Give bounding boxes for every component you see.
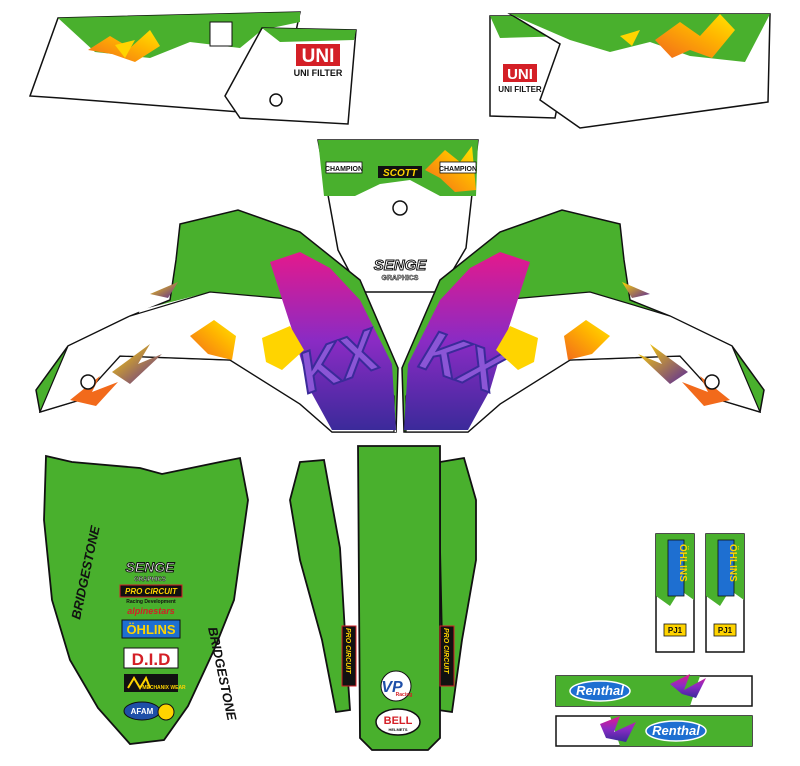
uni-filter-label: UNI FILTER	[294, 68, 343, 78]
uni-logo-badge-right	[503, 64, 537, 82]
side-panel-left-rear: UNI UNI FILTER	[224, 27, 357, 125]
bell-helmets-label: HELMETS	[388, 727, 407, 732]
pro-circuit-fender-left: PRO CIRCUIT	[344, 628, 351, 674]
pj1-fork-left: PJ1	[668, 626, 683, 635]
ohlins-fork-left: ÖHLINS	[677, 544, 690, 582]
bar-pad-top: Renthal	[555, 674, 753, 707]
pj1-fork-right: PJ1	[718, 626, 733, 635]
uni-filter-label-right: UNI FILTER	[498, 85, 542, 94]
uni-logo-badge	[296, 44, 340, 66]
kx-graphic-left	[270, 252, 396, 430]
bell-logo: BELL	[384, 715, 413, 727]
ohlins-logo-fender: ÖHLINS	[126, 622, 175, 637]
alpinestars-logo: alpinestars	[127, 606, 175, 616]
renthal-bottom: Renthal	[652, 723, 700, 738]
number-plate: CHAMPION CHAMPION SCOTT SENGE GRAPHICS	[317, 139, 479, 293]
renthal-top: Renthal	[576, 683, 624, 698]
senge-logo-fender: SENGE	[125, 559, 175, 575]
senge-graphics-fender: GRAPHICS	[134, 577, 166, 583]
shroud-right: KX	[401, 209, 765, 433]
scott-logo: SCOTT	[383, 168, 418, 179]
bridgestone-right: BRIDGESTONE	[205, 626, 240, 722]
pro-circuit-fender-right: PRO CIRCUIT	[442, 628, 449, 674]
front-fender: PRO CIRCUIT PRO CIRCUIT VP Racing BELL H…	[289, 445, 477, 751]
senge-graphics-plate: GRAPHICS	[382, 275, 419, 282]
side-panel-left	[28, 11, 301, 113]
bar-pad-bottom: Renthal	[555, 715, 753, 747]
rear-fender: BRIDGESTONE BRIDGESTONE SENGE GRAPHICS P…	[43, 454, 249, 745]
did-logo: D.I.D	[132, 650, 171, 669]
vp-logo: VP	[381, 679, 403, 696]
mechanix-logo: MECHANIX WEAR	[142, 685, 186, 691]
kx-graphic-right	[404, 252, 530, 430]
afam-logo: AFAM	[131, 707, 154, 716]
champion-right: CHAMPION	[439, 166, 477, 173]
vp-racing-label: Racing	[396, 692, 413, 698]
uni-logo-right: UNI	[507, 66, 533, 83]
ohlins-fork-right: ÖHLINS	[727, 544, 740, 582]
side-panel-right	[507, 13, 771, 129]
shroud-left: KX	[35, 209, 399, 433]
pro-circuit-sub-fender: Racing Development	[126, 599, 176, 605]
champion-left: CHAMPION	[325, 166, 363, 173]
fork-guard-left: ÖHLINS PJ1	[655, 533, 695, 653]
uni-logo: UNI	[302, 46, 335, 67]
pro-circuit-fender: PRO CIRCUIT	[125, 587, 178, 596]
senge-logo-plate: SENGE	[374, 257, 428, 274]
fork-guard-right: ÖHLINS PJ1	[705, 533, 745, 653]
